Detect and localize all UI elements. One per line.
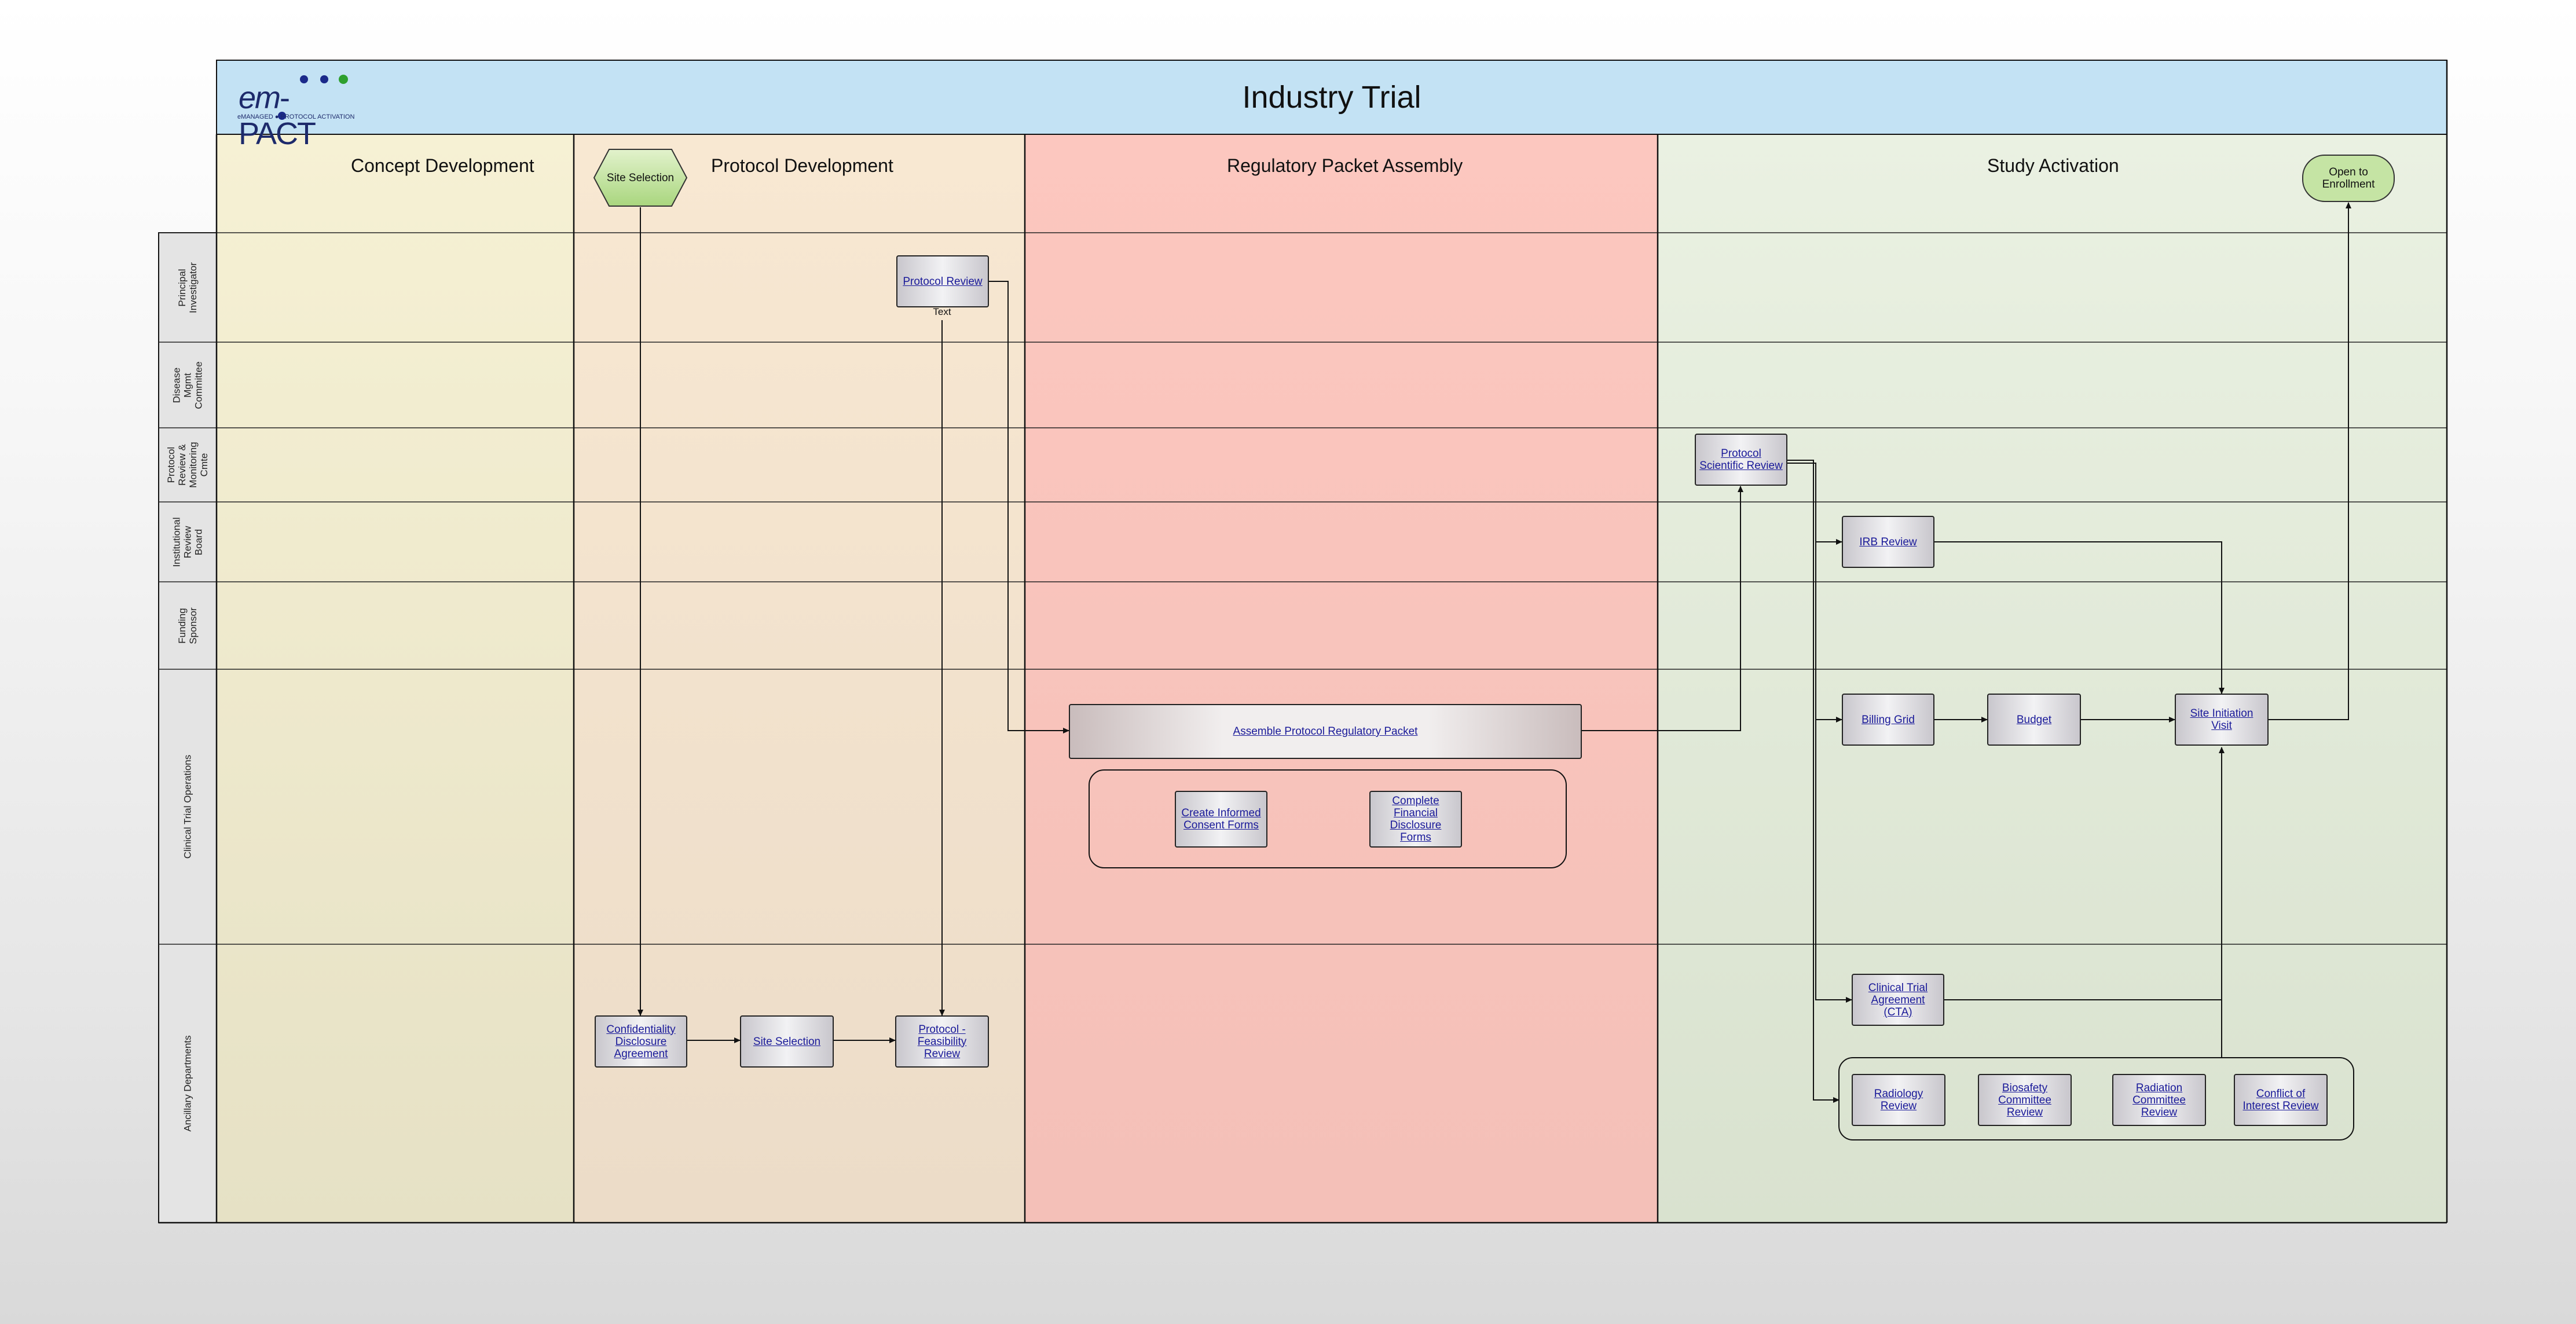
confidentiality-box: [595, 1015, 687, 1068]
create-consent-link[interactable]: Create Informed Consent Forms: [1181, 807, 1261, 831]
financial-disclosure-link[interactable]: Complete Financial Disclosure Forms: [1390, 795, 1442, 843]
budget-link[interactable]: Budget: [2016, 713, 2052, 726]
protocol-scientific-review-link[interactable]: Protocol Scientific Review: [1699, 448, 1783, 472]
protocol-review-note: Text: [933, 306, 951, 317]
irb-review-box: [1842, 516, 1934, 568]
lane-label-sponsor: Funding Sponsor: [177, 607, 199, 644]
lane-dividers: [159, 232, 2447, 945]
irb-review-link[interactable]: IRB Review: [1859, 536, 1917, 548]
site-selection-box: [740, 1015, 834, 1068]
site-initiation-visit-box: [2175, 694, 2269, 746]
diagram-title: Industry Trial: [1242, 80, 1421, 115]
radiology-link[interactable]: Radiology Review: [1874, 1088, 1923, 1112]
conflict-link[interactable]: Conflict of Interest Review: [2242, 1088, 2319, 1112]
protocol-review-link[interactable]: Protocol Review: [903, 275, 983, 288]
protocol-scientific-review-box: [1695, 434, 1787, 486]
budget-box: [1987, 694, 2081, 746]
phase-column-concept: [217, 134, 574, 1223]
assemble-packet-box: [1069, 704, 1582, 759]
lane-header-column: [158, 232, 217, 1223]
site-selection-hexagon: [593, 149, 688, 207]
logo-dot-4: [278, 112, 286, 120]
conflict-box: [2234, 1074, 2328, 1126]
biosafety-box: [1978, 1074, 2072, 1126]
biosafety-link[interactable]: Biosafety Committee Review: [1998, 1081, 2051, 1118]
feasibility-review-box: [895, 1015, 989, 1068]
connector-irb-to-siv: [1934, 541, 2225, 694]
lane-label-dmc: Disease Mgmt Committee: [171, 361, 204, 409]
consent-forms-group: [1089, 769, 1567, 868]
phase-title-study: Study Activation: [1987, 155, 2119, 176]
phase-title-regulatory: Regulatory Packet Assembly: [1227, 155, 1463, 176]
site-selection-link[interactable]: Site Selection: [753, 1035, 821, 1048]
billing-grid-link[interactable]: Billing Grid: [1862, 713, 1915, 726]
lane-label-prmc: Protocol Review & Monitoring Cmte: [166, 442, 210, 488]
lane-label-pi: Principal Investigator: [177, 262, 199, 313]
open-to-enrollment-label[interactable]: Open to Enrollment: [2322, 166, 2375, 190]
phase-title-protocol: Protocol Development: [711, 155, 893, 176]
logo-tagline: eMANAGED ● PROTOCOL ACTIVATION: [237, 113, 355, 120]
phase-column-regulatory: [1025, 134, 1658, 1223]
radiation-link[interactable]: Radiation Committee Review: [2132, 1081, 2186, 1118]
feasibility-review-link[interactable]: Protocol - Feasibility Review: [917, 1023, 967, 1060]
site-initiation-visit-link[interactable]: Site Initiation Visit: [2190, 707, 2253, 732]
empact-logo: em-PACT eMANAGED ● PROTOCOL ACTIVATION: [236, 69, 364, 151]
confidentiality-link[interactable]: Confidentiality Disclosure Agreement: [606, 1023, 676, 1060]
lane-label-ancillary: Ancillary Departments: [182, 1035, 193, 1132]
logo-dot-3: [339, 75, 348, 84]
connector-packet-to-psr: [1582, 486, 1743, 731]
lane-label-irb: Institutional Review Board: [171, 517, 204, 567]
connector-review-to-packet: [989, 281, 1069, 733]
phase-column-study: [1658, 134, 2447, 1223]
open-to-enrollment-terminal: [2302, 155, 2395, 202]
connector-psr-trunk: [1787, 460, 1840, 1103]
site-selection-hex-label[interactable]: Site Selection: [606, 171, 675, 184]
radiology-box: [1852, 1074, 1945, 1126]
logo-dot-2: [320, 75, 328, 83]
logo-wordmark: em-PACT: [239, 80, 316, 151]
cta-link[interactable]: Clinical Trial Agreement (CTA): [1868, 981, 1928, 1018]
title-band: [216, 60, 2447, 135]
assemble-packet-link[interactable]: Assemble Protocol Regulatory Packet: [1233, 725, 1418, 738]
connector-siv-to-enrollment: [2269, 202, 2351, 720]
cta-box: [1852, 974, 1944, 1026]
ancillary-reviews-group: [1838, 1057, 2354, 1140]
billing-grid-box: [1842, 694, 1934, 746]
financial-disclosure-box: [1369, 791, 1462, 848]
radiation-box: [2112, 1074, 2206, 1126]
phase-title-concept: Concept Development: [351, 155, 534, 176]
connector-psr-trunk-2: [1787, 463, 1852, 1003]
create-consent-box: [1175, 791, 1267, 848]
phase-dividers: [215, 60, 2448, 1223]
lane-label-cto: Clinical Trial Operations: [182, 754, 193, 859]
protocol-review-box: [896, 255, 989, 307]
logo-dot-1: [300, 75, 308, 83]
